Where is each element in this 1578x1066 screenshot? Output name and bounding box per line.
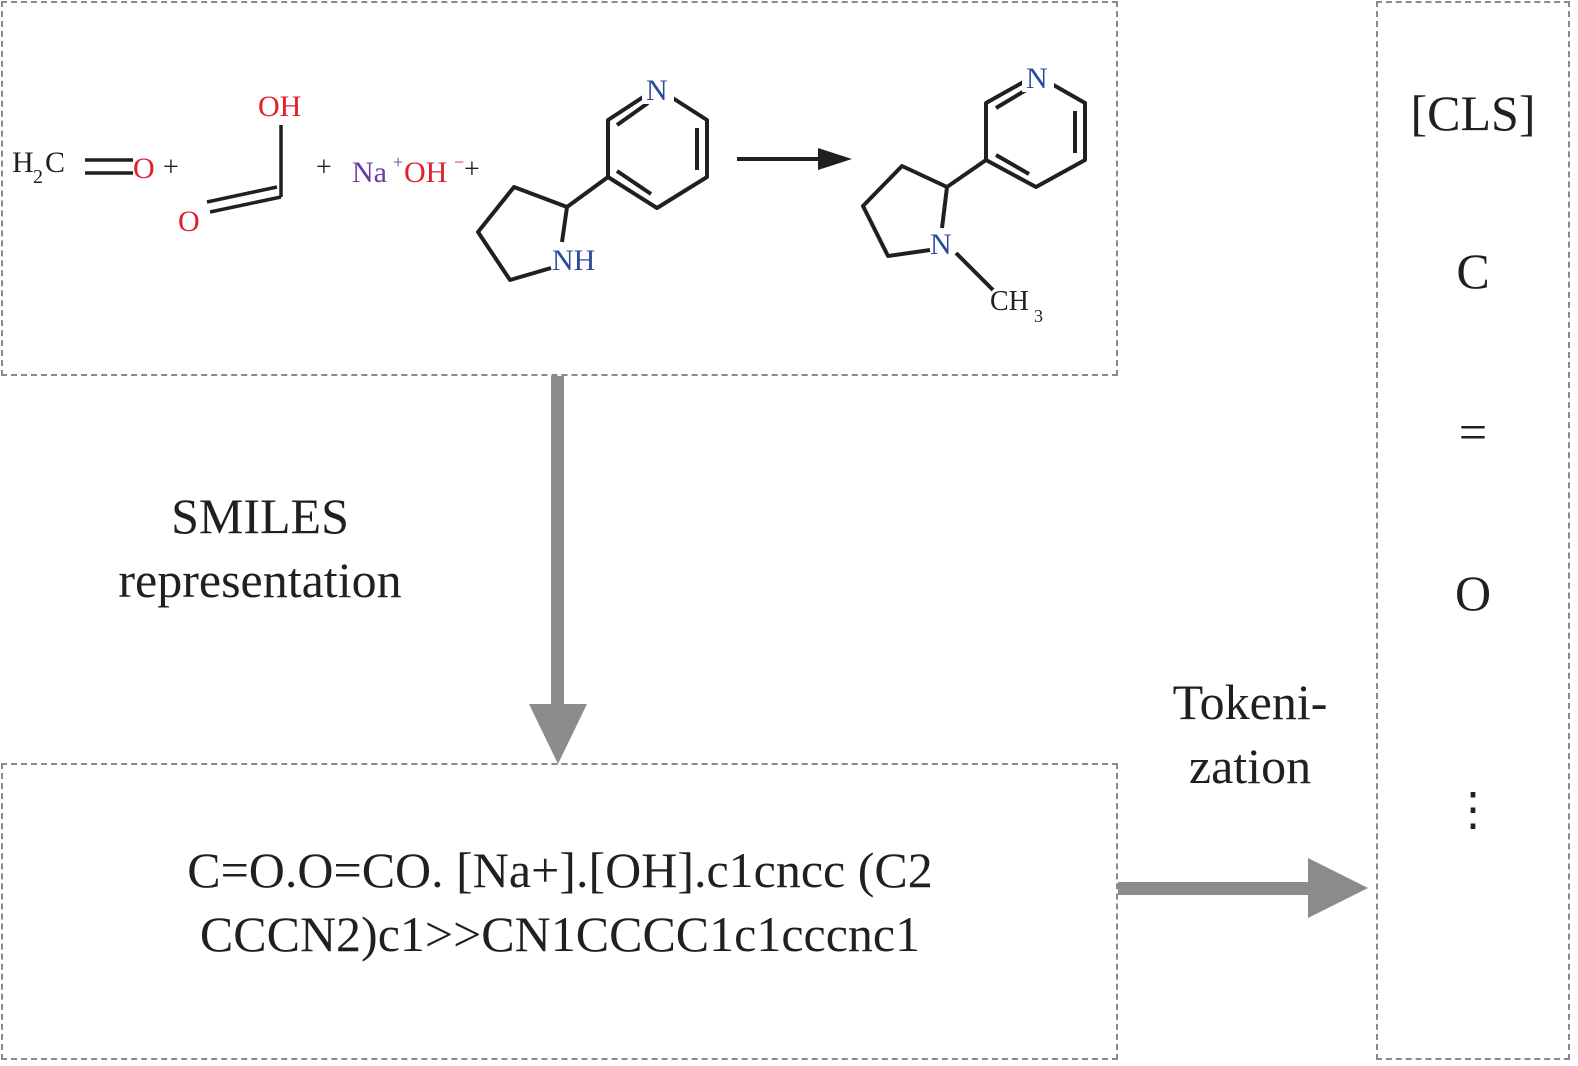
sodium-hydroxide: Na + OH − + bbox=[352, 152, 480, 189]
nicotine-pyrrolidine-ring bbox=[861, 164, 948, 258]
token-o: O bbox=[1454, 565, 1492, 621]
smiles-line2: CCCN2)c1>>CN1CCCC1c1cccnc1 bbox=[199, 906, 921, 962]
sodium-charge: + bbox=[393, 152, 403, 172]
plus-sign-3: + bbox=[464, 154, 480, 185]
nicotine-ring-n: N bbox=[1026, 62, 1048, 95]
token-c: C bbox=[1456, 243, 1490, 299]
sodium-na: Na bbox=[352, 156, 387, 189]
formaldehyde-sub2: 2 bbox=[33, 166, 43, 188]
nornicotine-n-mask bbox=[642, 72, 674, 104]
token-panel bbox=[1376, 1, 1570, 1060]
token-label-line2: zation bbox=[1188, 738, 1312, 794]
formic-acid: OH O bbox=[178, 90, 301, 238]
c-o-double-bond-2 bbox=[206, 185, 278, 204]
smiles-panel bbox=[1, 763, 1118, 1060]
reaction-arrow-head bbox=[818, 148, 852, 170]
pyridine-inner-bond-3 bbox=[615, 169, 653, 196]
right-arrow-shaft bbox=[1118, 882, 1310, 895]
formaldehyde-o: O bbox=[133, 152, 155, 185]
formic-acid-oh: OH bbox=[258, 90, 301, 123]
nicotine-inner-bond-3 bbox=[995, 153, 1030, 176]
nicotine-link-bond bbox=[945, 158, 988, 189]
smiles-line1: C=O.O=CO. [Na+].[OH].c1cncc (C2 bbox=[187, 842, 933, 898]
smiles-string: C=O.O=CO. [Na+].[OH].c1cncc (C2 CCCN2)c1… bbox=[60, 838, 1060, 966]
pyridine-ring bbox=[606, 86, 709, 210]
ring-link-bond bbox=[565, 175, 610, 209]
token-cls: [CLS] bbox=[1410, 85, 1536, 141]
formaldehyde-c: C bbox=[45, 146, 65, 179]
plus-sign-2: + bbox=[316, 152, 332, 183]
hydroxide-oh: OH bbox=[404, 156, 447, 189]
n-methyl-bond bbox=[954, 251, 995, 292]
pyridine-inner-bond-1 bbox=[615, 101, 650, 127]
nicotine-sub3: 3 bbox=[1034, 306, 1043, 326]
smiles-label-line1: SMILES bbox=[171, 488, 349, 544]
token-label-line1: Tokeni- bbox=[1172, 674, 1328, 730]
nicotine-ch: CH bbox=[990, 286, 1029, 317]
pyrrolidine-ring bbox=[476, 185, 568, 282]
smiles-label-line2: representation bbox=[118, 552, 402, 608]
smiles-representation-label: SMILES representation bbox=[60, 484, 460, 612]
formic-acid-o: O bbox=[178, 205, 200, 238]
reaction-panel bbox=[1, 1, 1118, 376]
plus-sign-1: + bbox=[163, 152, 179, 183]
down-arrow-shaft bbox=[551, 376, 564, 704]
nicotine-inner-bond-1 bbox=[994, 88, 1028, 110]
nornicotine-ring-n: N bbox=[646, 74, 668, 107]
down-arrow-head bbox=[529, 704, 587, 764]
formaldehyde-h: H bbox=[12, 146, 34, 179]
formaldehyde: H 2 C O bbox=[12, 146, 155, 188]
nornicotine bbox=[476, 86, 709, 282]
hydroxide-charge: − bbox=[454, 152, 464, 172]
nicotine bbox=[861, 73, 1087, 292]
nornicotine-nh: NH bbox=[552, 244, 595, 277]
nicotine-c-n-bond bbox=[940, 186, 949, 229]
nicotine-n: N bbox=[930, 228, 952, 261]
right-arrow-head bbox=[1308, 858, 1368, 918]
tokenization-label: Tokeni- zation bbox=[1140, 670, 1360, 798]
nicotine-pyridine-ring bbox=[984, 73, 1087, 189]
c-o-double-bond-1 bbox=[209, 195, 282, 214]
token-ellipsis: ⋮ bbox=[1450, 784, 1496, 835]
pyrrolidine-bond-c-n bbox=[560, 206, 569, 243]
token-equals: = bbox=[1458, 404, 1488, 460]
nicotine-n-mask bbox=[1022, 60, 1054, 92]
